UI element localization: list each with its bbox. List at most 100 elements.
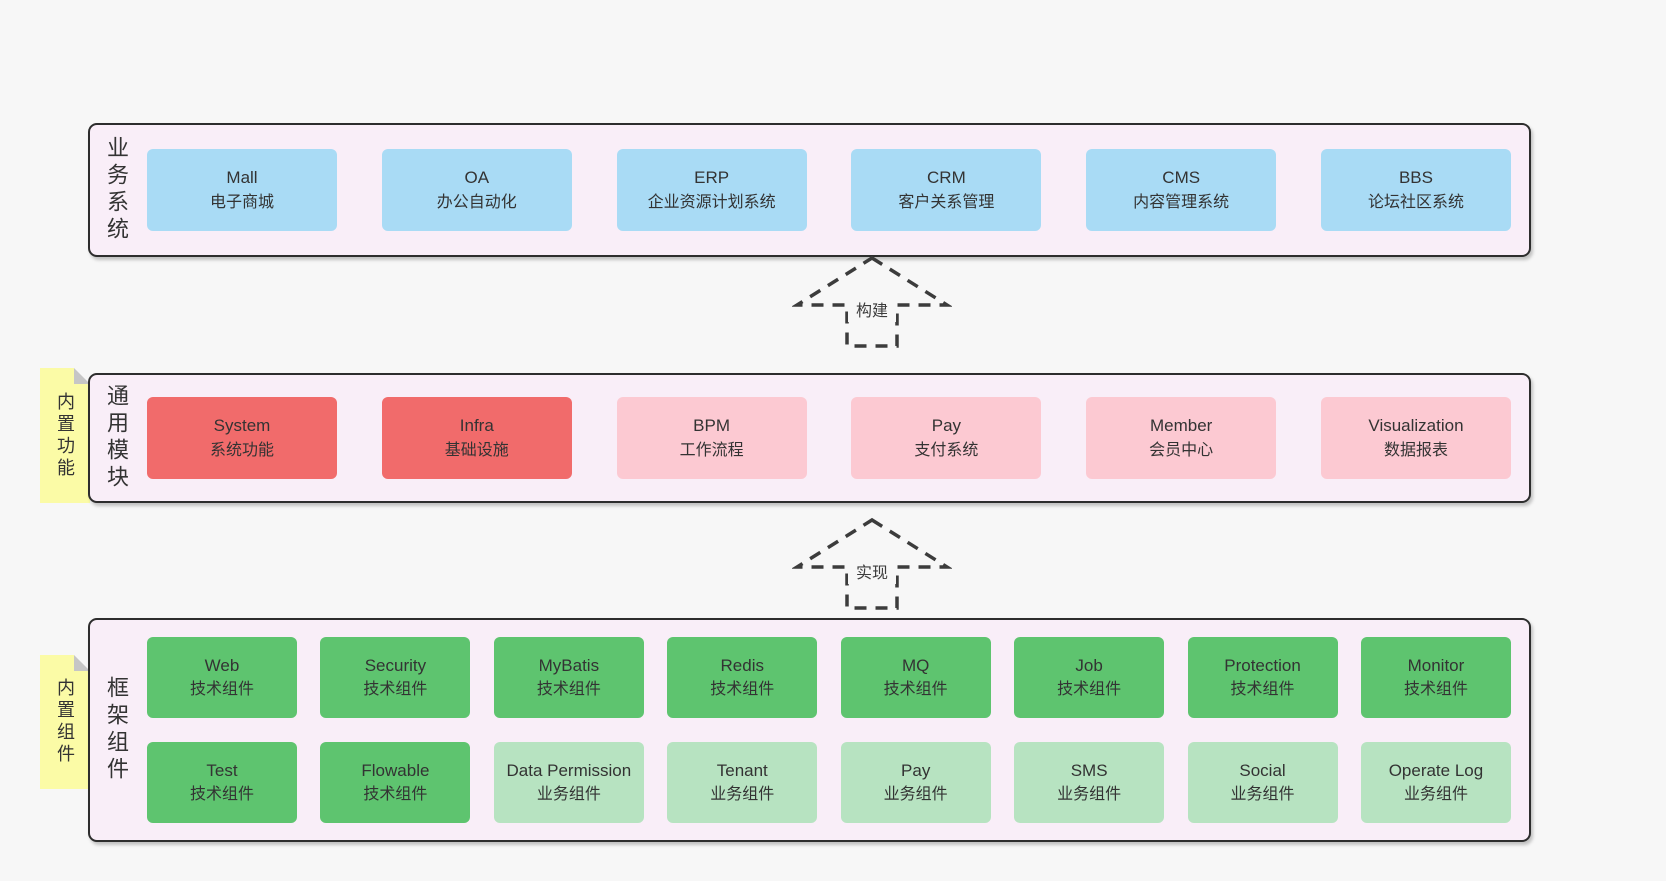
box-title: Member xyxy=(1150,416,1213,436)
diagram-box-pay: Pay 业务组件 xyxy=(840,742,991,823)
box-subtitle: 会员中心 xyxy=(1149,441,1214,459)
box-subtitle: 技术组件 xyxy=(1230,681,1295,699)
box-subtitle: 业务组件 xyxy=(1057,786,1122,804)
diagram-box-web: Web 技术组件 xyxy=(147,637,297,718)
box-subtitle: 技术组件 xyxy=(189,681,254,699)
diagram-box-flowable: Flowable 技术组件 xyxy=(320,742,471,823)
box-subtitle: 技术组件 xyxy=(363,681,428,699)
box-subtitle: 客户关系管理 xyxy=(898,193,995,211)
box-subtitle: 技术组件 xyxy=(710,681,775,699)
box-subtitle: 技术组件 xyxy=(536,681,601,699)
box-subtitle: 技术组件 xyxy=(1057,681,1122,699)
box-title: Test xyxy=(206,760,238,780)
diagram-box-security: Security 技术组件 xyxy=(320,637,471,718)
box-title: BBS xyxy=(1398,168,1433,188)
diagram-box-sms: SMS 业务组件 xyxy=(1014,742,1165,823)
box-title: MyBatis xyxy=(538,655,600,675)
band-label: 业务系统 xyxy=(104,136,129,244)
box-title: Mall xyxy=(226,168,258,188)
box-subtitle: 支付系统 xyxy=(914,441,979,459)
box-title: Protection xyxy=(1224,655,1301,675)
box-title: Tenant xyxy=(716,760,768,780)
diagram-box-infra: Infra 基础设施 xyxy=(381,397,572,479)
diagram-box-tenant: Tenant 业务组件 xyxy=(667,742,818,823)
box-subtitle: 业务组件 xyxy=(1230,786,1295,804)
arrow-label: 构建 xyxy=(856,302,888,320)
arrow-label-background xyxy=(848,558,896,584)
band-business-systems: 业务系统 Mall 电子商城 OA 办公自动化 ERP 企业资源计划系统 CRM 客户关系管理… xyxy=(88,123,1531,257)
box-title: Redis xyxy=(720,655,764,675)
band-label: 框架组件 xyxy=(104,676,129,784)
box-subtitle: 业务组件 xyxy=(536,786,601,804)
box-title: CMS xyxy=(1162,168,1201,188)
band-box-row: System 系统功能 Infra 基础设施 BPM 工作流程 Pay 支付系统 Member 会… xyxy=(147,397,1511,479)
diagram-box-mq: MQ 技术组件 xyxy=(840,637,991,718)
box-title: Infra xyxy=(459,416,494,436)
diagram-box-job: Job 技术组件 xyxy=(1014,637,1165,718)
box-subtitle: 系统功能 xyxy=(209,441,274,459)
diagram-box-mybatis: MyBatis 技术组件 xyxy=(493,637,644,718)
box-title: Data Permission xyxy=(506,760,632,780)
diagram-box-pay: Pay 支付系统 xyxy=(851,397,1042,479)
box-title: ERP xyxy=(694,168,730,188)
box-title: Visualization xyxy=(1368,416,1464,436)
box-title: SMS xyxy=(1070,760,1108,780)
box-subtitle: 业务组件 xyxy=(710,786,775,804)
diagram-box-member: Member 会员中心 xyxy=(1086,397,1277,479)
diagram-box-visualization: Visualization 数据报表 xyxy=(1320,397,1511,479)
box-title: BPM xyxy=(693,416,731,436)
diagram-box-protection: Protection 技术组件 xyxy=(1187,637,1338,718)
box-title: Web xyxy=(204,655,240,675)
box-subtitle: 数据报表 xyxy=(1383,441,1448,459)
sticky-note-built-in-features: 内置功能 xyxy=(40,368,90,503)
box-title: CRM xyxy=(927,168,966,188)
dashed-up-arrow-build: 构建 xyxy=(792,255,952,348)
box-subtitle: 技术组件 xyxy=(1403,681,1468,699)
box-subtitle: 办公自动化 xyxy=(436,193,517,211)
box-title: Operate Log xyxy=(1388,760,1484,780)
diagram-box-mall: Mall 电子商城 xyxy=(147,149,337,231)
sticky-note-built-in-components: 内置组件 xyxy=(40,655,90,789)
diagram-box-crm: CRM 客户关系管理 xyxy=(851,149,1042,231)
diagram-box-system: System 系统功能 xyxy=(147,397,337,479)
box-subtitle: 技术组件 xyxy=(883,681,948,699)
box-subtitle: 论坛社区系统 xyxy=(1367,193,1464,211)
diagram-box-test: Test 技术组件 xyxy=(147,742,297,823)
box-title: Pay xyxy=(901,760,931,780)
diagram-box-monitor: Monitor 技术组件 xyxy=(1360,637,1511,718)
box-title: OA xyxy=(464,168,490,188)
box-subtitle: 技术组件 xyxy=(189,786,254,804)
box-subtitle: 工作流程 xyxy=(679,441,744,459)
diagram-box-redis: Redis 技术组件 xyxy=(667,637,818,718)
dashed-up-arrow-implement: 实现 xyxy=(792,517,952,610)
box-subtitle: 业务组件 xyxy=(1403,786,1468,804)
band-label: 通用模块 xyxy=(104,384,129,492)
box-title: Social xyxy=(1239,760,1286,780)
box-subtitle: 企业资源计划系统 xyxy=(647,193,776,211)
diagram-box-bpm: BPM 工作流程 xyxy=(616,397,807,479)
diagram-box-bbs: BBS 论坛社区系统 xyxy=(1320,149,1511,231)
sticky-note-label: 内置功能 xyxy=(55,391,75,480)
box-title: System xyxy=(213,416,271,436)
box-title: Flowable xyxy=(361,760,430,780)
box-title: Security xyxy=(364,655,427,675)
box-title: Job xyxy=(1075,655,1103,675)
diagram-box-social: Social 业务组件 xyxy=(1187,742,1338,823)
box-subtitle: 业务组件 xyxy=(883,786,948,804)
arrow-label: 实现 xyxy=(856,564,888,582)
box-subtitle: 基础设施 xyxy=(444,441,509,459)
box-title: MQ xyxy=(901,655,930,675)
box-title: Monitor xyxy=(1407,655,1465,675)
box-subtitle: 技术组件 xyxy=(363,786,428,804)
diagram-box-operate-log: Operate Log 业务组件 xyxy=(1360,742,1511,823)
band-common-modules: 通用模块 System 系统功能 Infra 基础设施 BPM 工作流程 Pay 支付系统 Me… xyxy=(88,373,1531,503)
box-title: Pay xyxy=(931,416,962,436)
box-subtitle: 电子商城 xyxy=(209,193,274,211)
